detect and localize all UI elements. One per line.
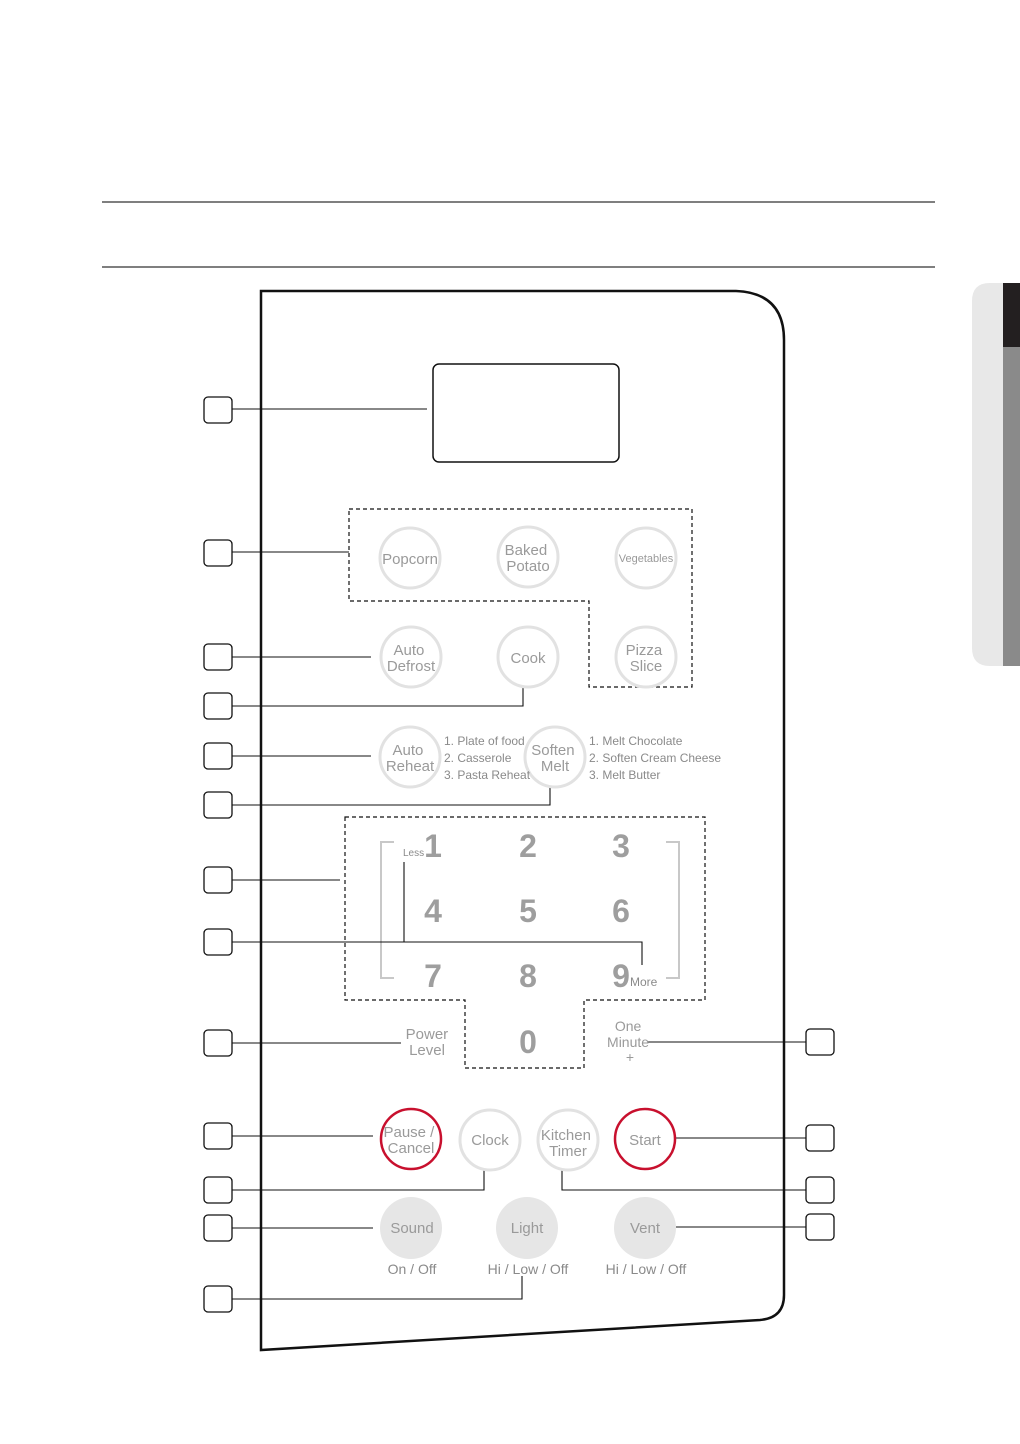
keypad-bracket-right	[666, 841, 680, 979]
callout-box	[203, 1176, 233, 1204]
vent-sub-label: Hi / Low / Off	[606, 1261, 687, 1277]
keypad-key-4[interactable]: 4	[424, 893, 442, 929]
auto-defrost-button[interactable]	[379, 625, 443, 689]
callout-box	[203, 1214, 233, 1242]
callout-box	[805, 1176, 835, 1204]
one-minute-label[interactable]: One Minute +	[607, 1018, 653, 1065]
start-label: Start	[629, 1132, 662, 1149]
side-tab	[972, 283, 1020, 666]
vegetables-button[interactable]	[614, 526, 678, 590]
baked-potato-button[interactable]	[496, 525, 560, 589]
vegetables-label: Vegetables	[619, 553, 674, 565]
display-window	[432, 363, 620, 463]
callout-lines	[232, 408, 806, 1300]
sound-label: Sound	[390, 1220, 433, 1237]
callout-box	[203, 692, 233, 720]
callout-box	[203, 643, 233, 671]
keypad-key-1[interactable]: 1	[424, 828, 442, 864]
keypad-key-3[interactable]: 3	[612, 828, 630, 864]
keypad-key-9[interactable]: 9	[612, 958, 630, 994]
soften-melt-button[interactable]	[523, 725, 587, 789]
auto-reheat-button[interactable]	[378, 725, 442, 789]
callout-box	[805, 1124, 835, 1152]
pizza-slice-button[interactable]	[614, 625, 678, 689]
power-level-label[interactable]: Power Level	[406, 1026, 453, 1059]
popcorn-label: Popcorn	[382, 551, 438, 568]
callout-box	[203, 1029, 233, 1057]
popcorn-button[interactable]	[378, 526, 442, 590]
cook-label: Cook	[510, 650, 546, 667]
sensor-cook-group-outline	[348, 508, 693, 688]
keypad-key-2[interactable]: 2	[519, 828, 537, 864]
keypad-less-label: Less	[403, 848, 424, 859]
keypad-key-5[interactable]: 5	[519, 893, 537, 929]
soften-melt-label: Soften Melt	[531, 742, 579, 775]
pause-cancel-label: Pause / Cancel	[383, 1124, 438, 1157]
keypad-key-8[interactable]: 8	[519, 958, 537, 994]
sound-button[interactable]	[380, 1197, 442, 1259]
kitchen-timer-button[interactable]	[536, 1108, 600, 1172]
callout-box	[203, 1285, 233, 1313]
cook-button[interactable]	[496, 625, 560, 689]
side-tab-gray	[1003, 347, 1020, 666]
light-sub-label: Hi / Low / Off	[488, 1261, 569, 1277]
keypad-group-outline	[344, 816, 706, 1069]
callout-box	[203, 866, 233, 894]
callout-box	[203, 791, 233, 819]
keypad-key-0[interactable]: 0	[519, 1024, 537, 1060]
keypad-key-6[interactable]: 6	[612, 893, 630, 929]
panel-outline	[259, 289, 786, 1352]
callout-box	[805, 1028, 835, 1056]
baked-potato-label: Baked Potato	[505, 542, 552, 575]
start-button[interactable]	[613, 1107, 677, 1171]
vent-button[interactable]	[614, 1197, 676, 1259]
light-label: Light	[511, 1220, 544, 1237]
clock-label: Clock	[471, 1132, 509, 1149]
keypad-bracket-left	[380, 841, 394, 979]
pizza-slice-label: Pizza Slice	[626, 642, 667, 675]
pause-cancel-button[interactable]	[379, 1107, 443, 1171]
keypad-more-label: More	[630, 975, 658, 989]
vent-label: Vent	[630, 1220, 661, 1237]
callout-box	[203, 539, 233, 567]
clock-button[interactable]	[458, 1108, 522, 1172]
light-button[interactable]	[496, 1197, 558, 1259]
callout-box	[805, 1213, 835, 1241]
side-tab-dark	[1003, 283, 1020, 347]
kitchen-timer-label: Kitchen Timer	[541, 1127, 595, 1160]
melt-options: 1. Melt Chocolate 2. Soften Cream Cheese…	[589, 734, 724, 782]
sound-sub-label: On / Off	[388, 1261, 437, 1277]
callout-box	[203, 1122, 233, 1150]
callout-box	[203, 928, 233, 956]
keypad-key-7[interactable]: 7	[424, 958, 442, 994]
callout-box	[203, 742, 233, 770]
callout-box	[203, 396, 233, 424]
auto-reheat-label: Auto Reheat	[386, 742, 435, 775]
auto-defrost-label: Auto Defrost	[387, 642, 436, 675]
reheat-options: 1. Plate of food 2. Casserole 3. Pasta R…	[444, 734, 531, 782]
